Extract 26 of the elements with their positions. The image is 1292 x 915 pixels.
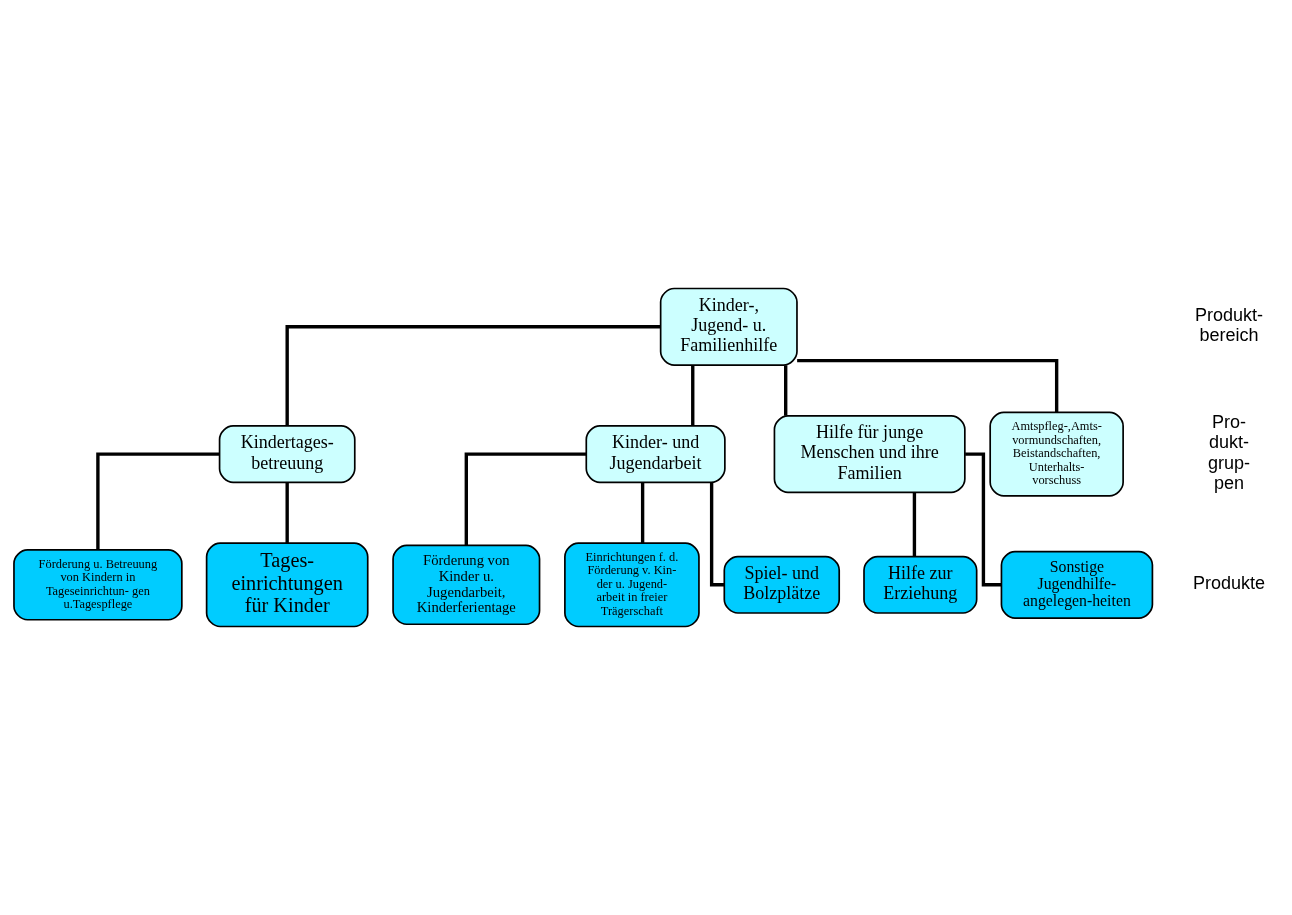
node-box: Spiel- und Bolzplätze <box>723 555 841 614</box>
node-box: Einrichtungen f. d. Förderung v. Kin- der u. Jugend- arbeit in freier Trägerschaft <box>564 542 700 628</box>
node-box: Amtspfleg-,Amts- vormundschaften, Beistandschaften, Unterhalts- vorschuss <box>989 411 1124 497</box>
connector <box>691 365 695 426</box>
connector <box>965 452 1001 587</box>
node-box: Förderung von Kinder u. Jugendarbeit, Kinderferientage <box>392 544 541 626</box>
node-box: Hilfe für junge Menschen und ihre Familien <box>773 414 966 494</box>
label: Pro- dukt- grup- pen <box>1208 411 1251 493</box>
node-box: Tages- einrichtungen für Kinder <box>205 542 369 628</box>
node-box: Förderung u. Betreuung von Kindern in Tageseinrichtun- gen u.Tagespflege <box>13 549 183 621</box>
node-box: Hilfe zur Erziehung <box>863 555 978 614</box>
node-box: Sonstige Jugendhilfe- angelegen-heiten <box>1000 550 1154 619</box>
node-box: Kinder-, Jugend- u. Familienhilfe <box>659 287 798 366</box>
label: Produkte <box>1192 573 1266 594</box>
connector <box>709 482 725 587</box>
connector <box>464 452 587 546</box>
connector <box>285 325 661 426</box>
connector <box>912 492 917 557</box>
connector <box>797 358 1059 413</box>
label: Produkt- bereich <box>1194 304 1264 346</box>
node-box: Kindertages- betreuung <box>218 425 356 484</box>
connector <box>784 365 788 416</box>
connector <box>640 482 645 544</box>
connector <box>285 482 289 544</box>
connector <box>96 452 220 550</box>
node-box: Kinder- und Jugendarbeit <box>585 425 726 484</box>
